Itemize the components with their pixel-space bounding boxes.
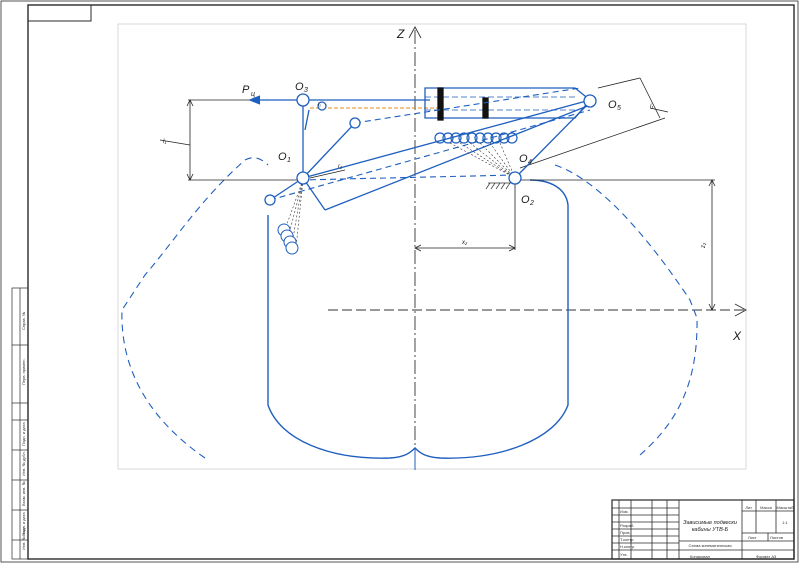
o4-sub: 4 [528,159,532,166]
row-label: Утв. [620,552,628,557]
force-sub: ц [251,91,255,98]
row-label: Разраб. [620,523,634,528]
mass-col: Масса [760,505,773,510]
joint-small [317,101,327,111]
scale-col: Масштаб [776,505,794,510]
viewport-rect [117,23,747,470]
side-label: Подп. и дата [21,512,26,536]
joint-o3 [296,93,310,107]
sheets-label: Листов [770,535,783,540]
side-label: Инв. № подл. [21,525,26,550]
o1-label: O [278,151,287,163]
joints [264,93,597,206]
dim-left-label: l₁ [163,139,166,145]
letter-col: Лит. [745,505,752,510]
z-axis-label: Z [396,27,405,41]
lower-left-fan [283,179,304,249]
row-label: Т.контр. [620,537,635,542]
side-stamp [11,287,29,560]
side-stamp-labels: Инв. № подл. Подп. и дата Взам. инв. № И… [21,312,26,550]
hatch-note-label: i₂ [318,102,321,108]
joint-o2 [508,171,522,185]
title-name-line2: кабины УТВ-Б [692,527,729,533]
tilt-envelope [121,157,269,459]
linkage [269,99,591,211]
top-left-stamp [27,4,92,22]
o1-sub: 1 [287,157,291,164]
side-label: Подп. и дата [21,422,26,446]
copied-label: Копировал [690,554,711,559]
dim-o5-label: l₁ [650,104,653,110]
o3-sub: 3 [304,87,308,94]
scale-value: 1:1 [782,520,788,525]
joint-leader-label: r₁ [338,164,342,170]
row-label: Изм. [620,509,629,514]
o3-label: O [295,81,304,93]
o2-sub: 2 [529,200,534,207]
row-label: Пров. [620,530,631,535]
sheet-label: Лист [748,535,757,540]
joint-dashed [349,117,361,129]
dim-right-label: z₂ [701,242,707,249]
side-label: Перв. примен. [21,358,26,385]
spring [434,132,518,144]
title-block [611,499,795,560]
o5-label: O [608,99,617,111]
joint-left [264,194,276,206]
linkage-dashed [269,87,591,201]
dimension-o5 [519,77,669,169]
dim-bottom-label: x₂ [461,240,468,246]
o5-sub: 5 [617,105,621,112]
drawing-frame [27,4,795,560]
tilt-envelope-right [554,164,698,456]
lower-left-rollers [277,223,299,255]
o4-label: O [519,153,528,165]
dimension-bottom [414,180,516,252]
cab-outline [267,179,569,459]
force-arrow [248,95,300,105]
o2-label: O [521,194,530,206]
dimension-right [520,179,716,311]
x-axis-label: X [732,329,742,343]
spring-fan [449,142,516,179]
title-note: Схема кинематическая [688,543,731,548]
ground-hatch [485,182,512,190]
point-labels: O 3 O 1 O 2 O 4 O 5 [278,81,621,207]
x-axis [328,303,747,317]
joint-o5 [583,94,597,108]
side-label: Инв. № дубл. [21,451,26,476]
joint-o1 [296,171,310,185]
side-label: Взам. инв. № [21,481,26,506]
dimension-left [159,99,300,181]
title-name-line1: Зависимые подвески [683,520,737,526]
format-label: Формат А3 [756,554,777,559]
title-block-text: Зависимые подвески кабины УТВ-Б Схема ки… [620,505,794,559]
row-label: Н.контр. [620,544,635,549]
side-label: Справ. № [21,312,26,330]
leader-o1 [309,169,346,179]
force-label: P [242,84,250,96]
z-axis [408,26,422,470]
